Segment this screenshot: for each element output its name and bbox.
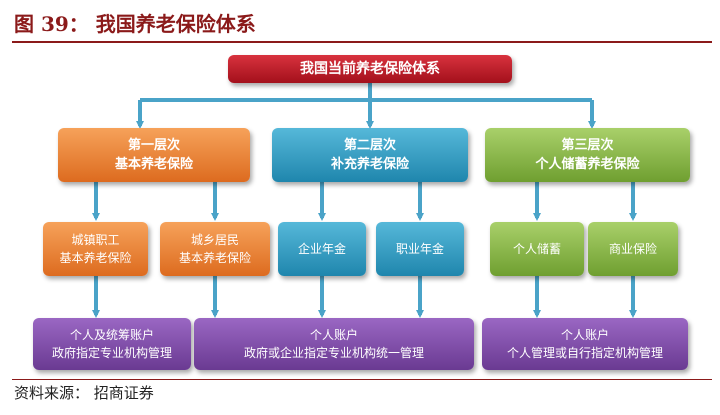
root-node: 我国当前养老保险体系 — [228, 55, 512, 83]
leaf-node-occupational-annuity: 职业年金 — [376, 222, 464, 276]
account-node-line2: 政府指定专业机构管理 — [51, 346, 172, 360]
root-node-label: 我国当前养老保险体系 — [300, 60, 440, 77]
account-node-line1: 个人及统筹账户 — [69, 328, 154, 342]
account-node-3: 个人账户 个人管理或自行指定机构管理 — [482, 318, 688, 370]
leaf-node-urban-employee: 城镇职工 基本养老保险 — [43, 222, 148, 276]
leaf-node-line1: 城镇职工 — [71, 233, 120, 247]
figure-title: 图 39： 我国养老保险体系 — [14, 12, 256, 36]
account-node-line2: 政府或企业指定专业机构统一管理 — [243, 346, 424, 360]
leaf-node-line1: 城乡居民 — [190, 233, 239, 247]
account-node-1: 个人及统筹账户 政府指定专业机构管理 — [33, 318, 191, 370]
leaf-node-personal-savings: 个人储蓄 — [490, 222, 584, 276]
leaf-node-line1: 个人储蓄 — [512, 242, 561, 256]
leaf-node-line2: 基本养老保险 — [59, 251, 132, 265]
leaf-node-enterprise-annuity: 企业年金 — [278, 222, 366, 276]
tier1-node-line2: 基本养老保险 — [114, 157, 193, 172]
leaf-node-line1: 职业年金 — [395, 242, 444, 256]
leaf-node-line2: 基本养老保险 — [178, 251, 251, 265]
account-node-line1: 个人账户 — [560, 328, 609, 342]
account-node-line1: 个人账户 — [309, 328, 358, 342]
title-rule — [12, 41, 712, 43]
tier3-node: 第三层次 个人储蓄养老保险 — [485, 128, 690, 182]
leaf-node-urban-rural-resident: 城乡居民 基本养老保险 — [160, 222, 270, 276]
account-node-line2: 个人管理或自行指定机构管理 — [506, 346, 663, 360]
account-node-2: 个人账户 政府或企业指定专业机构统一管理 — [194, 318, 474, 370]
leaf-node-commercial-insurance: 商业保险 — [588, 222, 678, 276]
tier1-node: 第一层次 基本养老保险 — [58, 128, 250, 182]
tier1-node-line1: 第一层次 — [127, 137, 180, 153]
tier2-node: 第二层次 补充养老保险 — [272, 128, 468, 182]
source-note: 资料来源： 招商证券 — [14, 384, 154, 402]
source-rule — [12, 379, 712, 380]
tier3-node-line2: 个人储蓄养老保险 — [535, 157, 640, 172]
leaf-node-line1: 企业年金 — [297, 242, 346, 256]
tier3-node-line1: 第三层次 — [561, 137, 614, 153]
tier2-node-line1: 第二层次 — [343, 137, 396, 153]
tier2-node-line2: 补充养老保险 — [330, 157, 409, 172]
leaf-node-line1: 商业保险 — [608, 242, 657, 256]
